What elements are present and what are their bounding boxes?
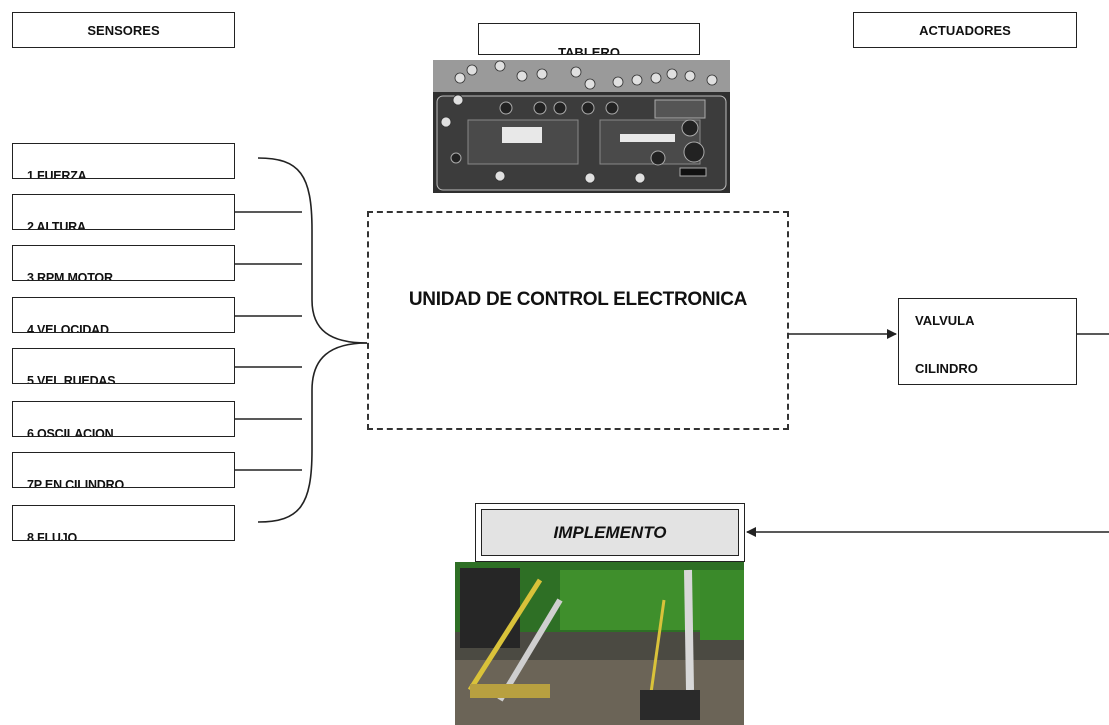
ecu-label: UNIDAD DE CONTROL ELECTRONICA — [408, 289, 748, 310]
sensor-label: 3 RPM MOTOR — [27, 271, 113, 281]
implement-label: IMPLEMENTO — [481, 509, 739, 556]
implement-photo — [455, 562, 744, 725]
sensor-brace — [257, 157, 368, 523]
sensores-header-label: SENSORES — [87, 22, 160, 38]
dashboard-image — [433, 60, 730, 193]
tablero-header-label: TABLERO — [558, 45, 620, 55]
actuator-valvula-label: VALVULA — [915, 313, 975, 328]
tablero-header: TABLERO — [478, 23, 700, 55]
sensor-label: 8 FLUJO — [27, 531, 77, 541]
sensor-box: 5 VEL RUEDAS — [12, 348, 235, 384]
actuator-box: VALVULA CILINDRO — [898, 298, 1077, 385]
sensor-box: 1 FUERZA — [12, 143, 235, 179]
sensor-label: 5 VEL RUEDAS — [27, 374, 116, 384]
sensores-header: SENSORES — [12, 12, 235, 48]
actuadores-header: ACTUADORES — [853, 12, 1077, 48]
ecu-box: UNIDAD DE CONTROL ELECTRONICA — [367, 211, 789, 430]
sensor-label: 7P EN CILINDRO — [27, 478, 124, 488]
sensor-box: 6 OSCILACION — [12, 401, 235, 437]
sensor-label: 2 ALTURA — [27, 220, 86, 230]
sensor-box: 2 ALTURA — [12, 194, 235, 230]
sensor-box: 4 VELOCIDAD — [12, 297, 235, 333]
implement-box: IMPLEMENTO — [475, 503, 745, 562]
sensor-label: 4 VELOCIDAD — [27, 323, 109, 333]
sensor-connector-lines — [235, 211, 302, 471]
sensor-box: 3 RPM MOTOR — [12, 245, 235, 281]
sensor-box: 7P EN CILINDRO — [12, 452, 235, 488]
actuator-cilindro-label: CILINDRO — [915, 361, 978, 376]
sensor-box: 8 FLUJO — [12, 505, 235, 541]
actuadores-header-label: ACTUADORES — [919, 22, 1011, 38]
sensor-label: 1 FUERZA — [27, 169, 87, 179]
sensor-label: 6 OSCILACION — [27, 427, 114, 437]
